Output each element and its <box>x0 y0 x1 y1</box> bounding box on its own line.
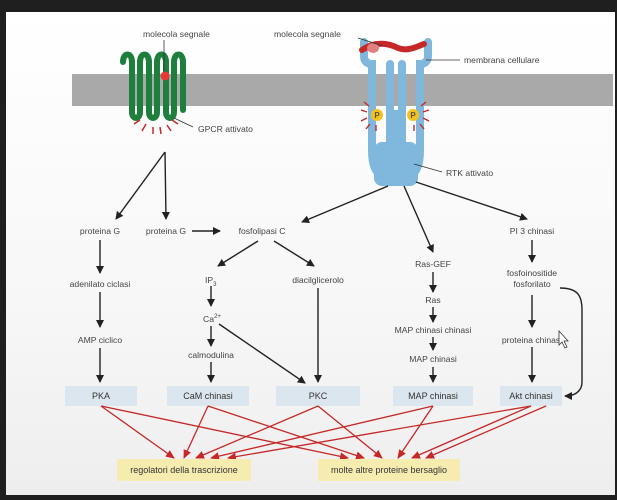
signal-molecule-label-2: molecola segnale <box>274 29 341 39</box>
phospho-badge-1 <box>371 109 383 121</box>
node-diacilglicerolo: diacilglicerolo <box>292 275 344 285</box>
kinase-label-cam: CaM chinasi <box>183 391 233 401</box>
node-map-chinasi: MAP chinasi <box>409 354 457 364</box>
node-ip3: IP3 <box>205 275 217 288</box>
kinase-label-map: MAP chinasi <box>408 391 458 401</box>
target-box-regolatori <box>117 459 251 481</box>
node-pi3-chinasi: PI 3 chinasi <box>510 226 555 236</box>
kinase-label-pka: PKA <box>92 391 110 401</box>
phospho-label-2: P <box>410 111 416 120</box>
node-fosfoinositide-line2: fosforilato <box>513 279 550 289</box>
membrane-label: membrana cellulare <box>464 55 540 65</box>
target-box-bersaglio <box>318 459 460 481</box>
signal-molecule-label-1: molecola segnale <box>143 29 210 39</box>
node-calmodulina: calmodulina <box>188 350 234 360</box>
signal-leader-2 <box>357 37 384 47</box>
rtk-label: RTK attivato <box>446 168 493 178</box>
gpcr-label: GPCR attivato <box>198 124 253 134</box>
mouse-cursor-icon <box>558 329 569 349</box>
node-proteina-g-1: proteina G <box>80 226 120 236</box>
pathway-arrows <box>96 151 583 400</box>
node-proteina-g-2: proteina G <box>146 226 186 236</box>
node-ras: Ras <box>425 295 440 305</box>
phospho-badge-2 <box>407 109 419 121</box>
gpcr-receptor <box>120 51 186 135</box>
kinase-box-pkc <box>276 386 360 406</box>
target-label-bersaglio: molte altre proteine bersaglio <box>331 465 447 475</box>
kinase-box-pka <box>65 386 137 406</box>
diagram-slide: molecola segnale molecola segnale membra… <box>6 12 615 495</box>
node-ca: Ca2+ <box>203 314 221 324</box>
signal-molecule-dot <box>160 71 170 81</box>
kinase-label-pkc: PKC <box>309 391 328 401</box>
cell-membrane <box>72 74 613 106</box>
target-label-regolatori: regolatori della trascrizione <box>130 465 238 475</box>
phospho-label-1: P <box>374 111 380 120</box>
node-fosfolipasi-c: fosfolipasi C <box>239 226 286 236</box>
node-amp-ciclico: AMP ciclico <box>78 335 122 345</box>
kinase-box-cam <box>167 386 249 406</box>
kinase-box-map <box>393 386 473 406</box>
node-map-chinasi-chinasi: MAP chinasi chinasi <box>395 325 472 335</box>
node-proteina-chinasi: proteina chinasi <box>502 335 562 345</box>
rtk-leader <box>413 163 443 173</box>
node-fosfoinositide-line1: fosfoinositide <box>507 268 557 278</box>
kinase-row: PKA CaM chinasi PKC MAP chinasi Akt chin… <box>65 386 562 406</box>
node-adenilato-ciclasi: adenilato ciclasi <box>70 279 131 289</box>
kinase-box-akt <box>500 386 562 406</box>
node-ras-gef: Ras-GEF <box>415 259 451 269</box>
signaling-diagram: molecola segnale molecola segnale membra… <box>65 29 613 481</box>
kinase-label-akt: Akt chinasi <box>509 391 553 401</box>
gpcr-leader <box>173 117 194 128</box>
target-arrows <box>100 405 547 461</box>
rtk-receptor <box>359 38 432 186</box>
